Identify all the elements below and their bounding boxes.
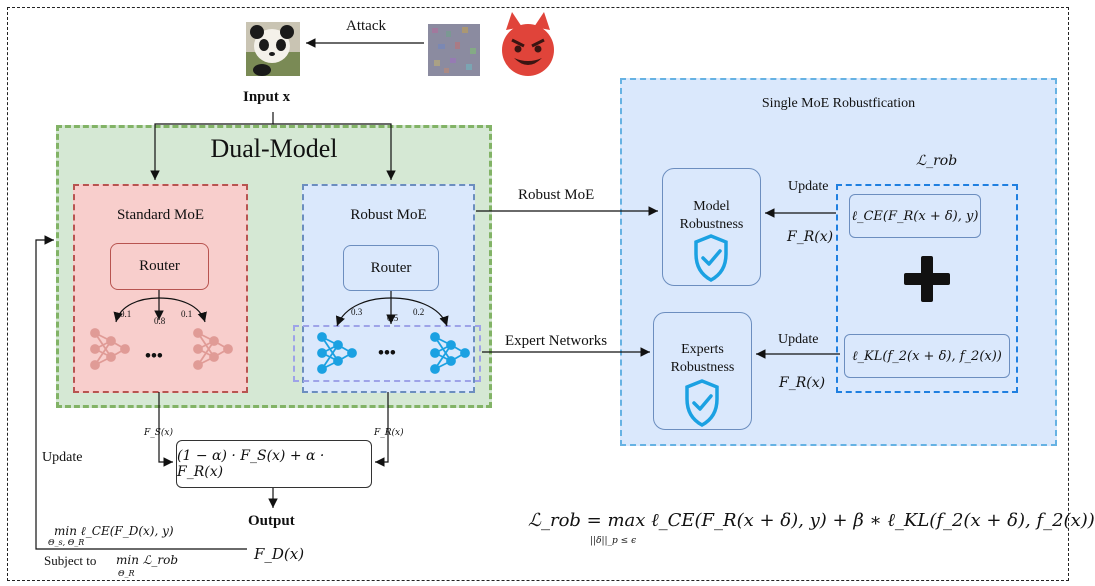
diagram-canvas xyxy=(35,12,950,550)
single-moe-title: Single MoE Robustfication xyxy=(761,96,916,111)
robust-output-label: F_R(x) xyxy=(374,428,404,438)
shield-check-icon xyxy=(694,234,728,282)
standard-router: Router xyxy=(110,243,209,290)
loss-ce-box: ℓ_CE(F_R(x + δ), y) xyxy=(849,194,981,238)
standard-ellipsis: ••• xyxy=(145,346,163,365)
devil-face-icon xyxy=(502,12,554,76)
fr-bottom-label: F_R(x) xyxy=(779,375,826,391)
attack-label: Attack xyxy=(346,18,386,34)
standard-output-label: F_S(x) xyxy=(144,428,174,438)
update-top-label: Update xyxy=(788,179,829,194)
model-robustness-line2: Robustness xyxy=(679,217,744,232)
subject-to-label: Subject to xyxy=(44,553,97,568)
bottom-formula: ℒ_rob = max ℓ_CE(F_R(x + δ), y) + β ∗ ℓ_… xyxy=(528,510,1095,531)
neural-network-icon xyxy=(317,332,470,374)
fr-top-label: F_R(x) xyxy=(787,229,834,245)
update-left-label: Update xyxy=(42,450,83,465)
robust-weight-2: 0.5 xyxy=(387,313,399,323)
model-robustness-line1: Model xyxy=(693,199,730,214)
noise-image-icon xyxy=(428,24,480,76)
neural-network-icon xyxy=(90,328,233,370)
standard-weight-1: 0.1 xyxy=(120,309,132,319)
outer-frame xyxy=(7,7,1069,581)
combine-formula: (1 − α) · F_S(x) + α · F_R(x) xyxy=(177,448,325,480)
subject-min-sub: Θ_R xyxy=(118,569,135,578)
bottom-formula-sub: ||δ||_p ≤ ϵ xyxy=(590,536,637,546)
combine-box: (1 − α) · F_S(x) + α · F_R(x) xyxy=(176,440,372,488)
loss-kl-formula: ℓ_KL(f_2(x + δ), f_2(x)) xyxy=(852,349,1002,364)
standard-weight-3: 0.1 xyxy=(181,309,193,319)
model-robustness-box xyxy=(662,168,761,286)
robust-router: Router xyxy=(343,245,439,291)
shield-check-icon xyxy=(685,379,719,427)
experts-robustness-line2: Robustness xyxy=(670,360,735,375)
input-to-robust-line xyxy=(273,123,396,180)
dual-model-title: Dual-Model xyxy=(210,134,338,163)
min-objective-sub: Θ_s, Θ_R xyxy=(48,538,85,547)
plus-icon xyxy=(904,256,950,302)
robust-output-line xyxy=(375,392,389,467)
experts-robustness-box xyxy=(653,312,752,430)
robust-weight-1: 0.3 xyxy=(351,307,363,317)
min-objective: min ℓ_CE(F_D(x), y) xyxy=(54,524,174,538)
experts-robustness-line1: Experts xyxy=(681,342,724,357)
output-label: Output xyxy=(248,513,295,529)
robust-experts-box xyxy=(293,325,481,382)
loss-dashed-box xyxy=(836,184,1018,393)
robust-moe-title: Robust MoE xyxy=(350,207,427,223)
robust-router-label: Router xyxy=(370,259,412,276)
input-label: Input x xyxy=(243,89,291,105)
standard-router-label: Router xyxy=(139,258,180,274)
panda-image-icon xyxy=(246,22,300,76)
update-bottom-label: Update xyxy=(778,332,819,347)
robust-ellipsis: ••• xyxy=(378,343,396,362)
standard-output-line xyxy=(158,392,173,467)
loss-ce-formula: ℓ_CE(F_R(x + δ), y) xyxy=(851,209,979,224)
standard-moe-title: Standard MoE xyxy=(116,207,205,223)
robust-moe-arrow-label: Robust MoE xyxy=(518,187,595,203)
input-split-line xyxy=(150,112,274,180)
robust-weight-3: 0.2 xyxy=(413,307,425,317)
l-rob-label: ℒ_rob xyxy=(916,153,958,169)
loss-kl-box: ℓ_KL(f_2(x + δ), f_2(x)) xyxy=(844,334,1010,378)
standard-weight-2: 0.8 xyxy=(154,316,166,326)
expert-networks-arrow-label: Expert Networks xyxy=(505,333,608,349)
update-feedback-line xyxy=(35,235,247,550)
subject-min: min ℒ_rob xyxy=(116,553,179,567)
fd-label: F_D(x) xyxy=(254,545,305,563)
